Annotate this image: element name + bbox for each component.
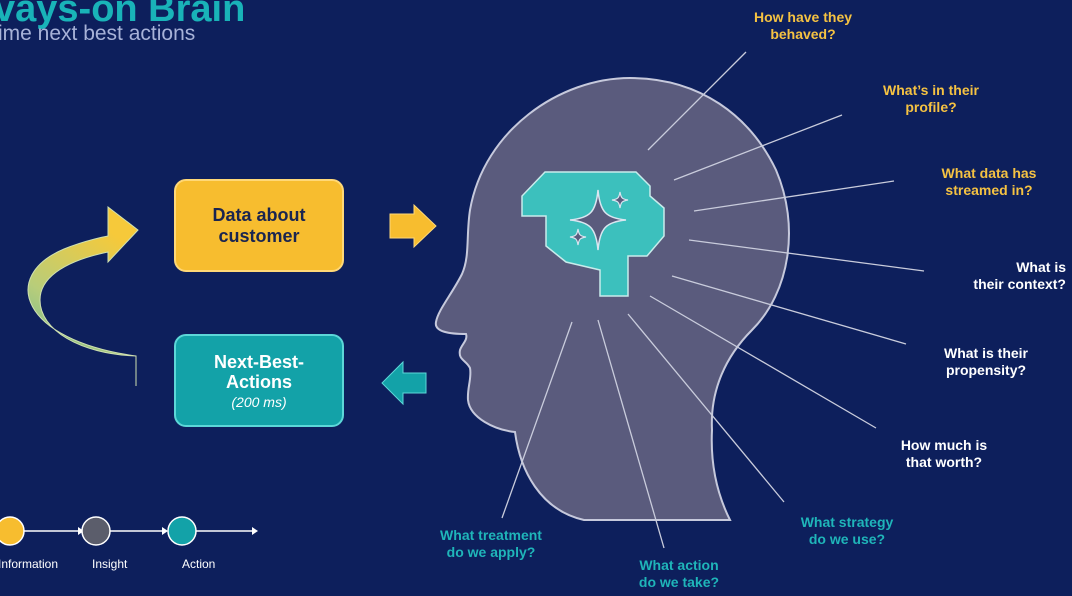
line-action	[597, 319, 665, 549]
question-context: What is their context?	[973, 259, 1066, 292]
head-silhouette	[434, 76, 790, 521]
legend-arrowhead-1	[78, 527, 84, 535]
next-best-actions-timing: (200 ms)	[231, 393, 287, 410]
line-profile	[673, 114, 843, 181]
arrow-left-icon	[381, 360, 427, 406]
question-streamed: What data has streamed in?	[941, 165, 1037, 198]
next-best-actions-box: Next-Best- Actions (200 ms)	[174, 334, 344, 427]
legend-label-action: Action	[182, 557, 216, 571]
line-context	[688, 239, 925, 272]
data-about-customer-label: Data about customer	[212, 204, 306, 246]
legend-arrowhead-2	[162, 527, 168, 535]
question-behaved: How have they behaved?	[753, 9, 853, 42]
line-strategy	[627, 313, 785, 503]
page-subtitle: ime next best actions	[0, 22, 196, 45]
question-treatment: What treatment do we apply?	[440, 527, 542, 560]
legend-dot-insight	[81, 516, 111, 546]
arrow-right-icon	[389, 203, 437, 249]
legend-arrowhead-3	[252, 527, 258, 535]
legend-label-insight: Insight	[92, 557, 128, 571]
next-best-actions-label: Next-Best- Actions	[213, 351, 305, 392]
brain-sparkle-icon	[521, 171, 665, 297]
line-treatment	[501, 321, 573, 519]
legend-dot-action	[167, 516, 197, 546]
line-behaved	[647, 51, 747, 151]
question-profile: What’s in their profile?	[883, 82, 979, 115]
line-propensity	[671, 275, 907, 345]
question-strategy: What strategy do we use?	[800, 514, 894, 547]
data-about-customer-box: Data about customer	[174, 179, 344, 272]
question-propensity: What is their propensity?	[943, 345, 1028, 378]
legend-flow	[0, 516, 258, 546]
line-worth	[649, 295, 877, 429]
question-action: What action do we take?	[638, 557, 720, 590]
page-title: vays-on Brain	[0, 0, 246, 30]
question-lines	[501, 51, 925, 549]
legend-label-information: Information	[0, 557, 59, 571]
line-streamed	[693, 180, 895, 212]
legend-dot-information	[0, 516, 25, 546]
cycle-arrow	[27, 205, 139, 386]
question-worth: How much is that worth?	[900, 437, 988, 470]
